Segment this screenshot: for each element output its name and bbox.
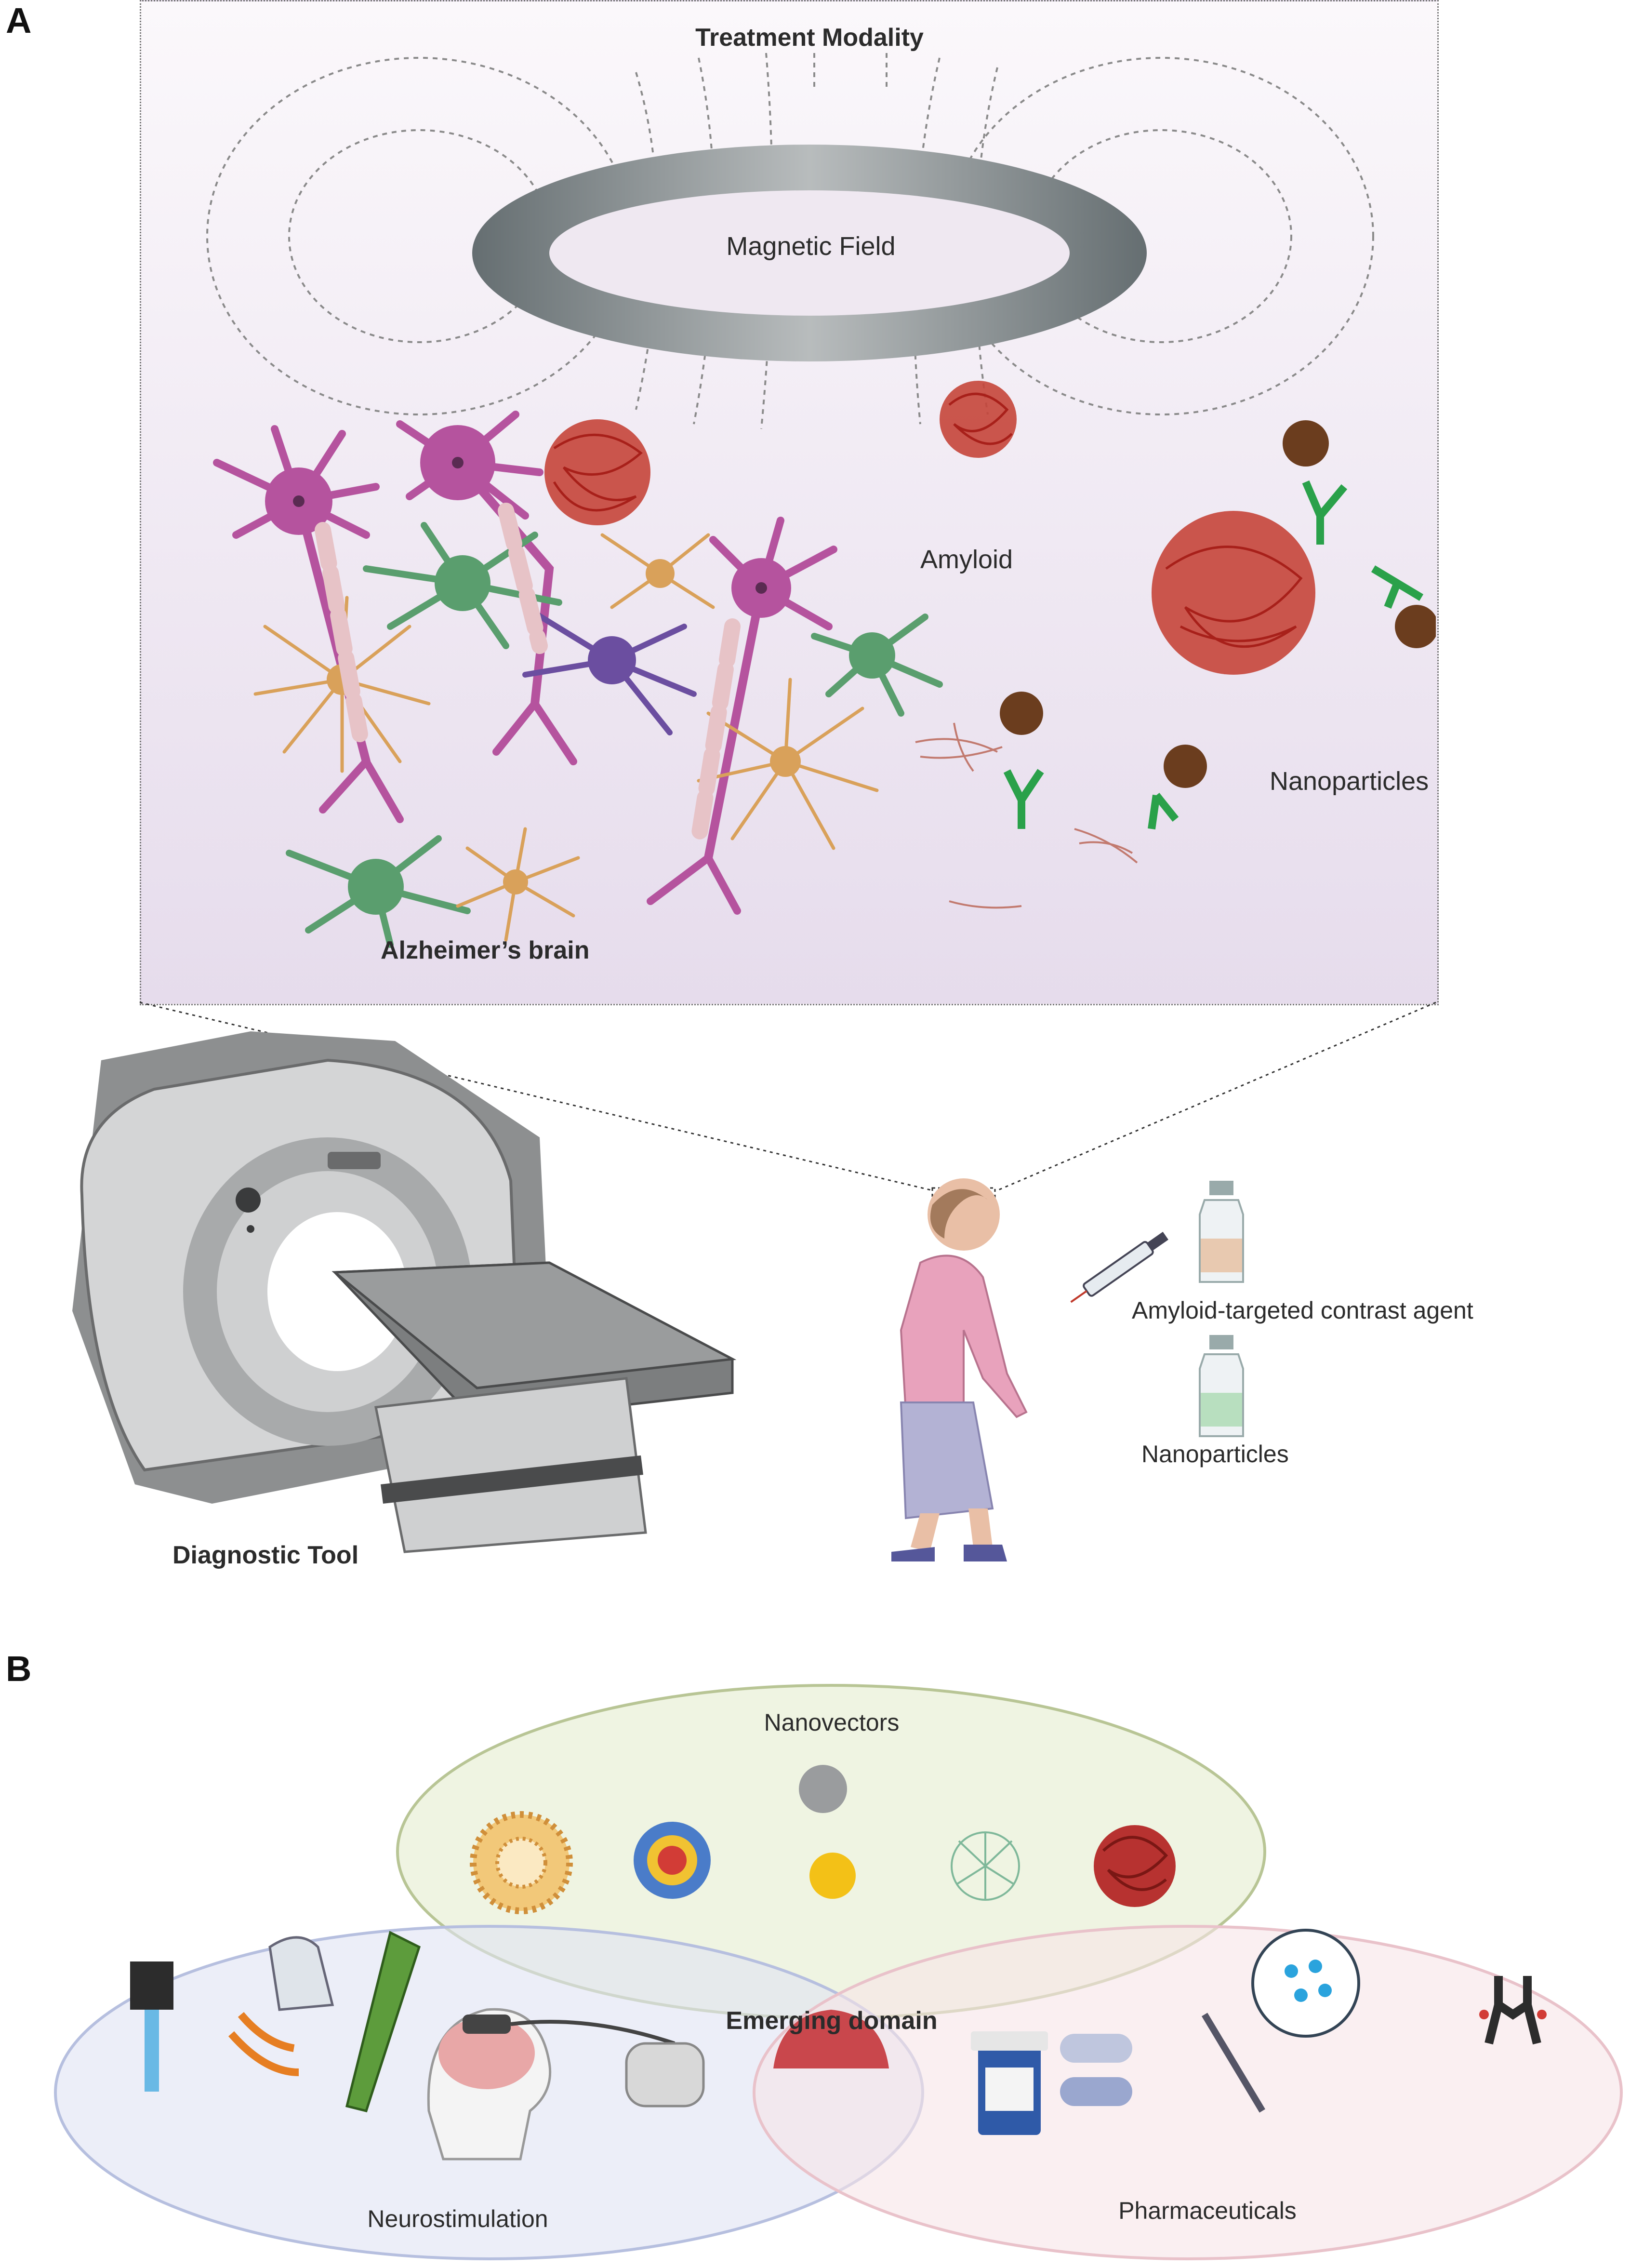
ultrasound-probe-icon <box>228 1936 334 2076</box>
pharmaceuticals-ellipse <box>753 1925 1623 2260</box>
patient-icon <box>891 1178 1028 1561</box>
mri-scanner-icon <box>72 1031 737 1553</box>
amyloid-label: Amyloid <box>920 545 1013 574</box>
metal-nanoparticle-icon <box>799 1765 847 1813</box>
nanoparticle-vial-icon <box>1199 1335 1244 1437</box>
nanoparticles-label: Nanoparticles <box>1270 767 1429 796</box>
neurostimulation-label: Neurostimulation <box>367 2205 548 2232</box>
head-stimulation-icon <box>427 2008 676 2161</box>
panel-a-letter: A <box>6 0 32 40</box>
diagnostic-tool-label: Diagnostic Tool <box>172 1541 359 1569</box>
polymer-nanoparticle-icon <box>1094 1825 1176 1907</box>
neuron-network-illustration <box>213 381 1436 948</box>
contrast-agent-vial-icon <box>1199 1181 1244 1283</box>
alzheimers-brain-label: Alzheimer’s brain <box>381 936 590 964</box>
syringe-icon <box>1070 1231 1168 1303</box>
venn-diagram <box>54 1684 1623 2260</box>
pill-bottle-icon <box>971 2031 1048 2135</box>
magnetic-field-label: Magnetic Field <box>726 232 896 261</box>
capsules-icon <box>1060 2034 1132 2106</box>
liposome-icon <box>470 1811 573 1914</box>
dendrimer-icon <box>951 1831 1020 1901</box>
emerging-domain-shape <box>773 2010 889 2068</box>
antibody-drug-icon <box>1479 1976 1547 2045</box>
panel-b-letter: B <box>6 1649 32 1689</box>
pulse-generator-icon <box>625 2042 705 2108</box>
emerging-domain-label: Emerging domain <box>726 2007 938 2035</box>
nanoparticle-icon <box>1000 420 1436 830</box>
amyloid-plaque-icon <box>544 381 1315 675</box>
gold-nanoparticle-icon <box>809 1853 856 1899</box>
treatment-modality-title: Treatment Modality <box>695 24 924 52</box>
optical-fiber-icon <box>130 1961 173 2092</box>
pharmaceuticals-label: Pharmaceuticals <box>1118 2197 1297 2224</box>
micelle-icon <box>634 1822 711 1899</box>
electrode-array-icon <box>345 1931 421 2112</box>
vial-nanoparticles-label: Nanoparticles <box>1141 1441 1289 1468</box>
injection-icon <box>1201 1929 1360 2113</box>
contrast-agent-label: Amyloid-targeted contrast agent <box>1132 1297 1473 1324</box>
nanovectors-label: Nanovectors <box>764 1709 900 1736</box>
magnetic-field-illustration <box>206 53 1374 429</box>
